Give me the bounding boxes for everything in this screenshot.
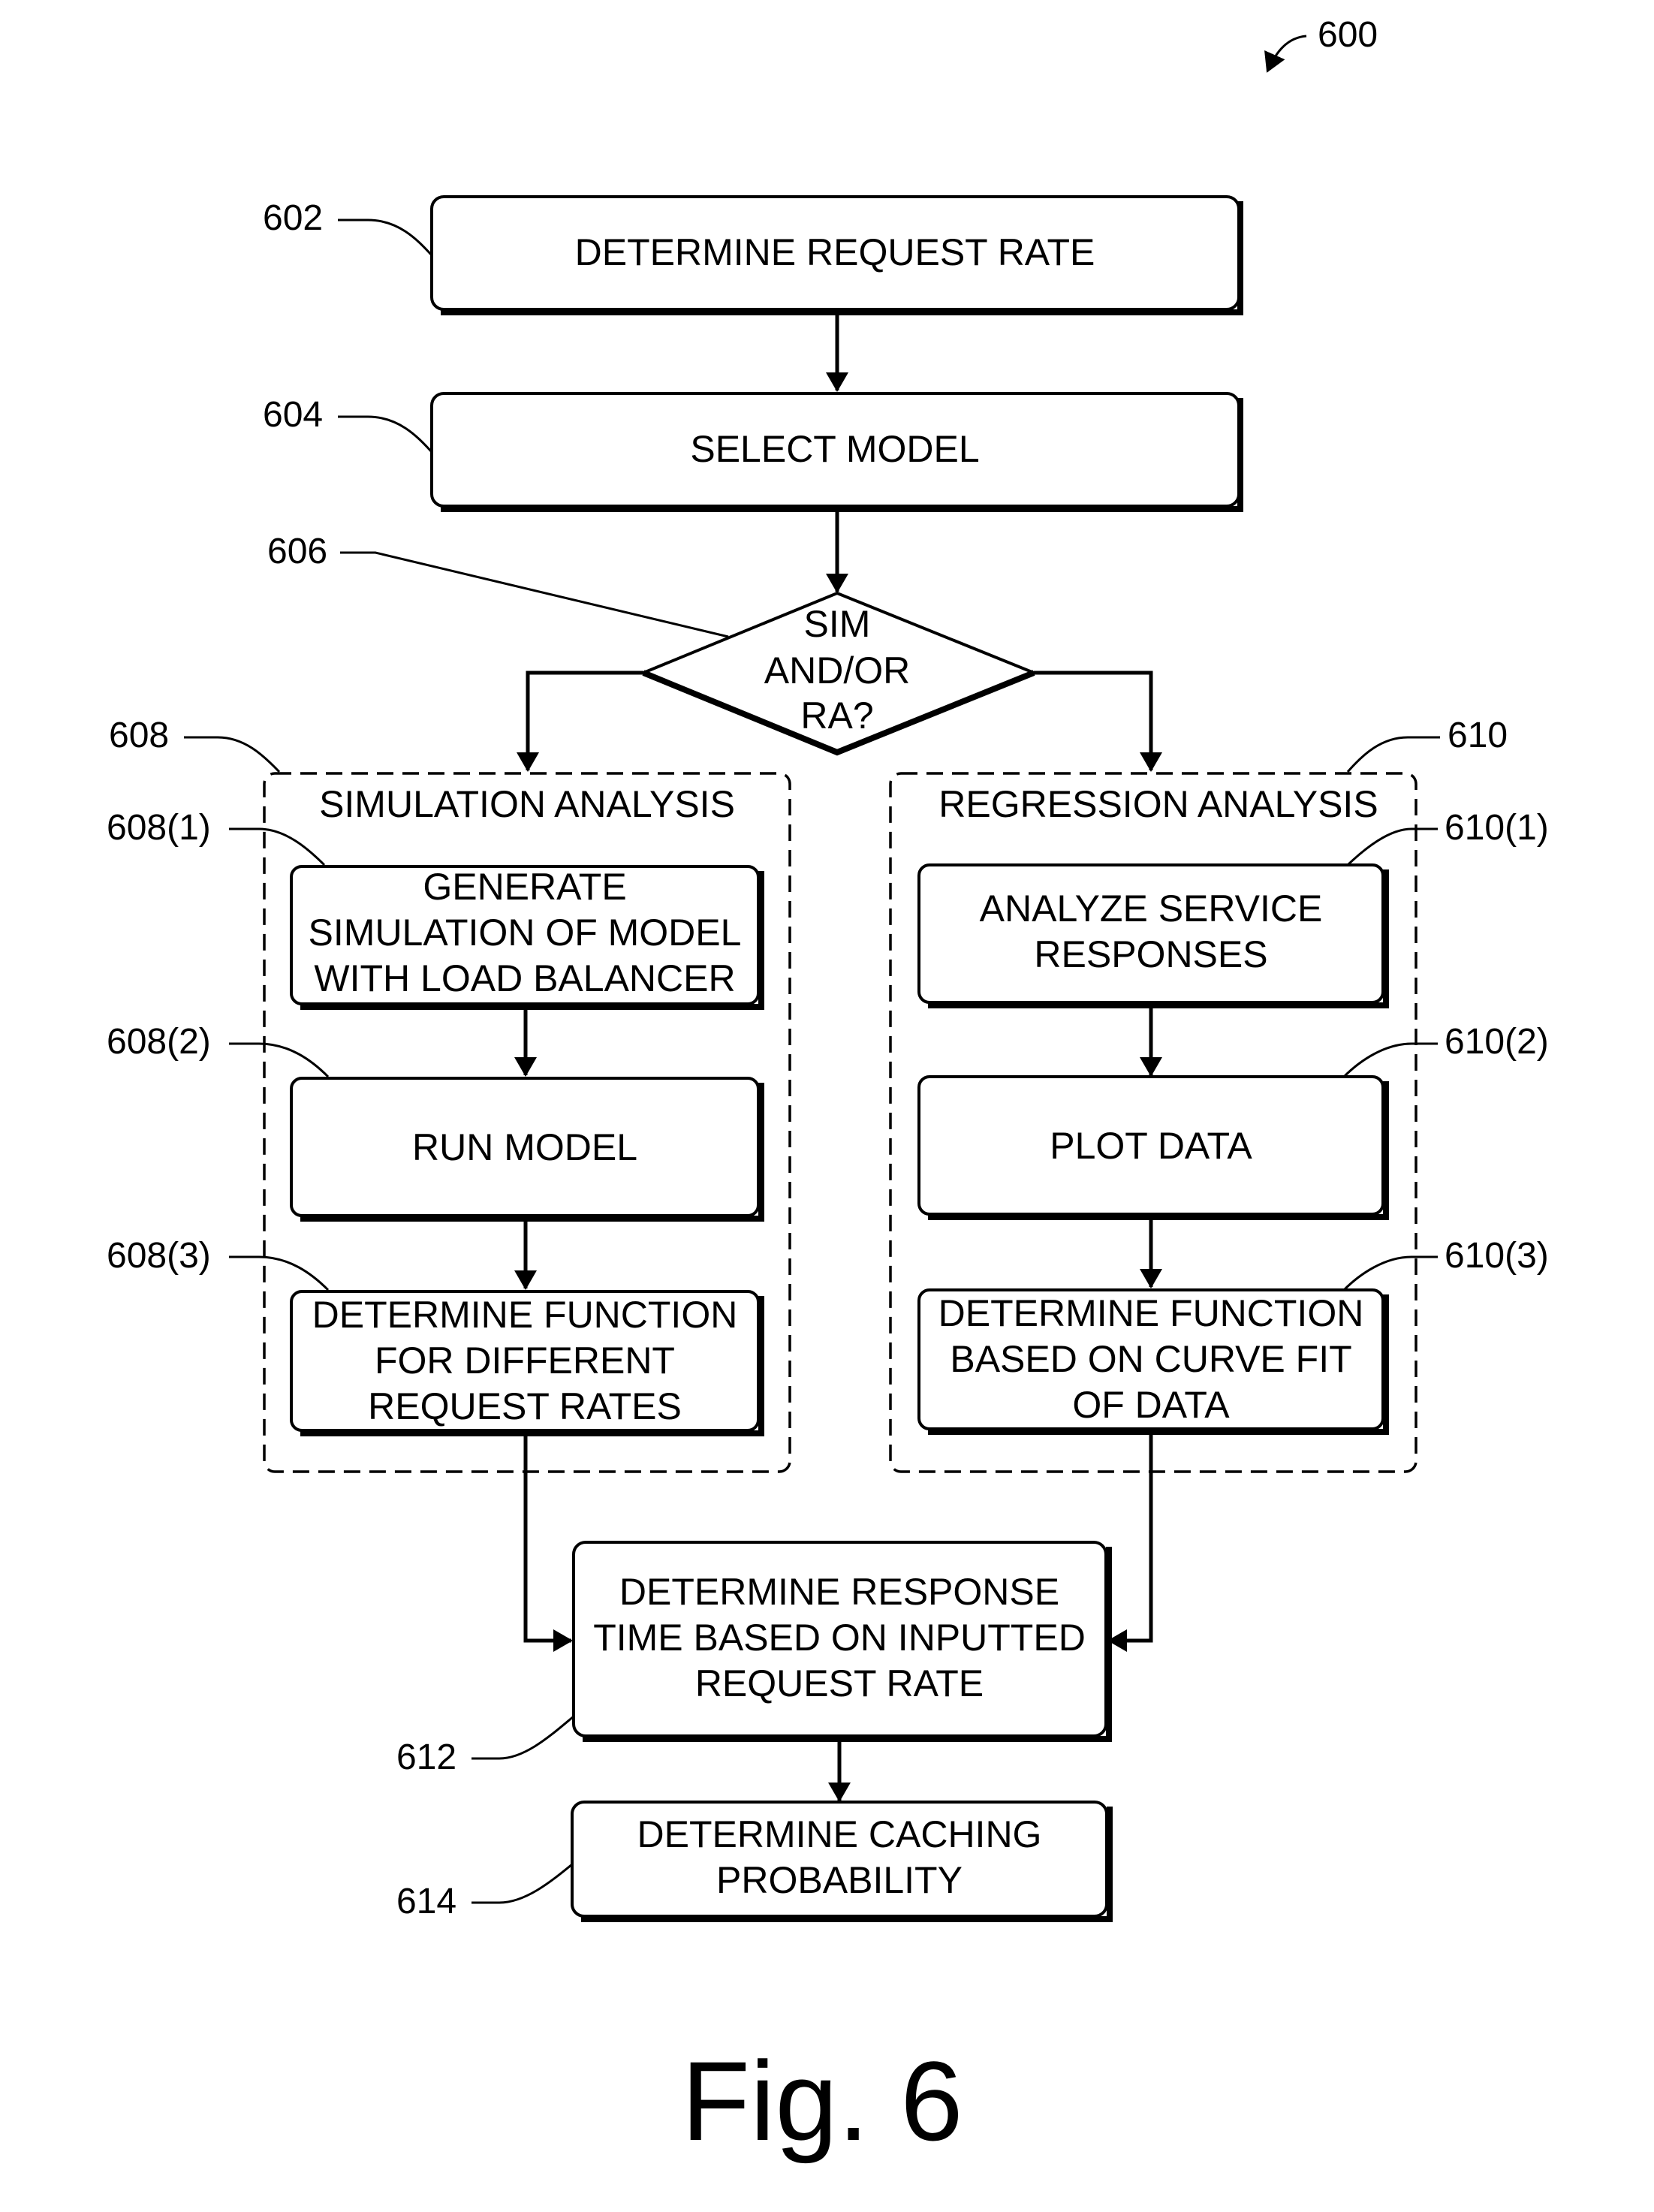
decision-606-line-3: RA? bbox=[800, 695, 873, 737]
figure-ref-label: 600 bbox=[1318, 15, 1378, 55]
svg-text:608(2): 608(2) bbox=[107, 1022, 211, 1062]
step-602-text: DETERMINE REQUEST RATE bbox=[575, 231, 1095, 273]
simulation-analysis-title: SIMULATION ANALYSIS bbox=[319, 783, 735, 825]
ref-612: 612 bbox=[396, 1716, 574, 1777]
step-608-1-line-3: WITH LOAD BALANCER bbox=[314, 957, 735, 999]
figure-caption: Fig. 6 bbox=[681, 2038, 963, 2164]
step-608-1-line-2: SIMULATION OF MODEL bbox=[309, 912, 742, 954]
step-608-1-box: GENERATE SIMULATION OF MODEL WITH LOAD B… bbox=[291, 866, 761, 1007]
svg-text:612: 612 bbox=[396, 1737, 456, 1777]
step-614-line-2: PROBABILITY bbox=[716, 1859, 963, 1901]
svg-text:610(2): 610(2) bbox=[1445, 1022, 1549, 1062]
decision-606-line-1: SIM bbox=[804, 603, 871, 645]
step-612-box: DETERMINE RESPONSE TIME BASED ON INPUTTE… bbox=[574, 1542, 1109, 1739]
step-614-box: DETERMINE CACHING PROBABILITY bbox=[572, 1802, 1110, 1919]
svg-text:608(1): 608(1) bbox=[107, 808, 211, 848]
step-610-3-box: DETERMINE FUNCTION BASED ON CURVE FIT OF… bbox=[919, 1290, 1386, 1432]
step-612-line-1: DETERMINE RESPONSE bbox=[619, 1571, 1059, 1613]
svg-text:610(3): 610(3) bbox=[1445, 1236, 1549, 1276]
ref-614: 614 bbox=[396, 1864, 572, 1921]
svg-text:608: 608 bbox=[109, 716, 169, 755]
step-612-line-3: REQUEST RATE bbox=[695, 1662, 984, 1704]
svg-text:610(1): 610(1) bbox=[1445, 808, 1549, 848]
svg-text:608(3): 608(3) bbox=[107, 1236, 211, 1276]
ref-608: 608 bbox=[109, 716, 279, 772]
step-608-3-box: DETERMINE FUNCTION FOR DIFFERENT REQUEST… bbox=[291, 1291, 761, 1433]
step-608-3-line-1: DETERMINE FUNCTION bbox=[312, 1294, 738, 1336]
step-614-line-1: DETERMINE CACHING bbox=[637, 1813, 1042, 1855]
svg-text:614: 614 bbox=[396, 1882, 456, 1921]
step-608-3-line-3: REQUEST RATES bbox=[368, 1385, 682, 1427]
step-604-text: SELECT MODEL bbox=[690, 428, 979, 470]
step-610-3-line-1: DETERMINE FUNCTION bbox=[938, 1292, 1364, 1334]
step-610-2-text: PLOT DATA bbox=[1050, 1125, 1252, 1167]
svg-text:602: 602 bbox=[263, 198, 323, 238]
ref-610-3: 610(3) bbox=[1344, 1236, 1549, 1290]
decision-606-line-2: AND/OR bbox=[764, 649, 910, 692]
arrow-610-3-612 bbox=[1109, 1433, 1151, 1641]
regression-analysis-title: REGRESSION ANALYSIS bbox=[938, 783, 1378, 825]
ref-602: 602 bbox=[263, 198, 432, 255]
arrow-606-610 bbox=[1034, 673, 1151, 770]
step-608-2-box: RUN MODEL bbox=[291, 1078, 761, 1219]
ref-608-3: 608(3) bbox=[107, 1236, 328, 1290]
arrow-608-3-612 bbox=[526, 1435, 571, 1641]
step-610-1-box: ANALYZE SERVICE RESPONSES bbox=[919, 865, 1386, 1005]
ref-604: 604 bbox=[263, 395, 432, 452]
decision-606-diamond: SIM AND/OR RA? bbox=[643, 593, 1034, 752]
step-602-box: DETERMINE REQUEST RATE bbox=[432, 197, 1240, 312]
step-610-1-line-2: RESPONSES bbox=[1034, 933, 1267, 975]
ref-610: 610 bbox=[1348, 716, 1508, 772]
ref-608-2: 608(2) bbox=[107, 1022, 328, 1077]
figure-ref-arrow bbox=[1267, 36, 1306, 71]
arrow-606-608 bbox=[528, 673, 643, 770]
step-610-1-line-1: ANALYZE SERVICE bbox=[980, 888, 1323, 930]
step-610-3-line-2: BASED ON CURVE FIT bbox=[950, 1338, 1351, 1380]
ref-610-2: 610(2) bbox=[1344, 1022, 1549, 1077]
step-610-3-line-3: OF DATA bbox=[1072, 1384, 1230, 1426]
step-610-2-box: PLOT DATA bbox=[919, 1077, 1386, 1217]
svg-text:606: 606 bbox=[267, 532, 327, 571]
ref-606: 606 bbox=[267, 532, 728, 637]
svg-text:604: 604 bbox=[263, 395, 323, 435]
ref-608-1: 608(1) bbox=[107, 808, 324, 865]
step-604-box: SELECT MODEL bbox=[432, 393, 1240, 509]
step-612-line-2: TIME BASED ON INPUTTED bbox=[593, 1617, 1086, 1659]
step-608-2-text: RUN MODEL bbox=[412, 1126, 637, 1168]
svg-text:610: 610 bbox=[1448, 716, 1508, 755]
figure-ref-600: 600 bbox=[1267, 15, 1378, 71]
step-608-3-line-2: FOR DIFFERENT bbox=[375, 1340, 675, 1382]
step-608-1-line-1: GENERATE bbox=[423, 866, 626, 908]
